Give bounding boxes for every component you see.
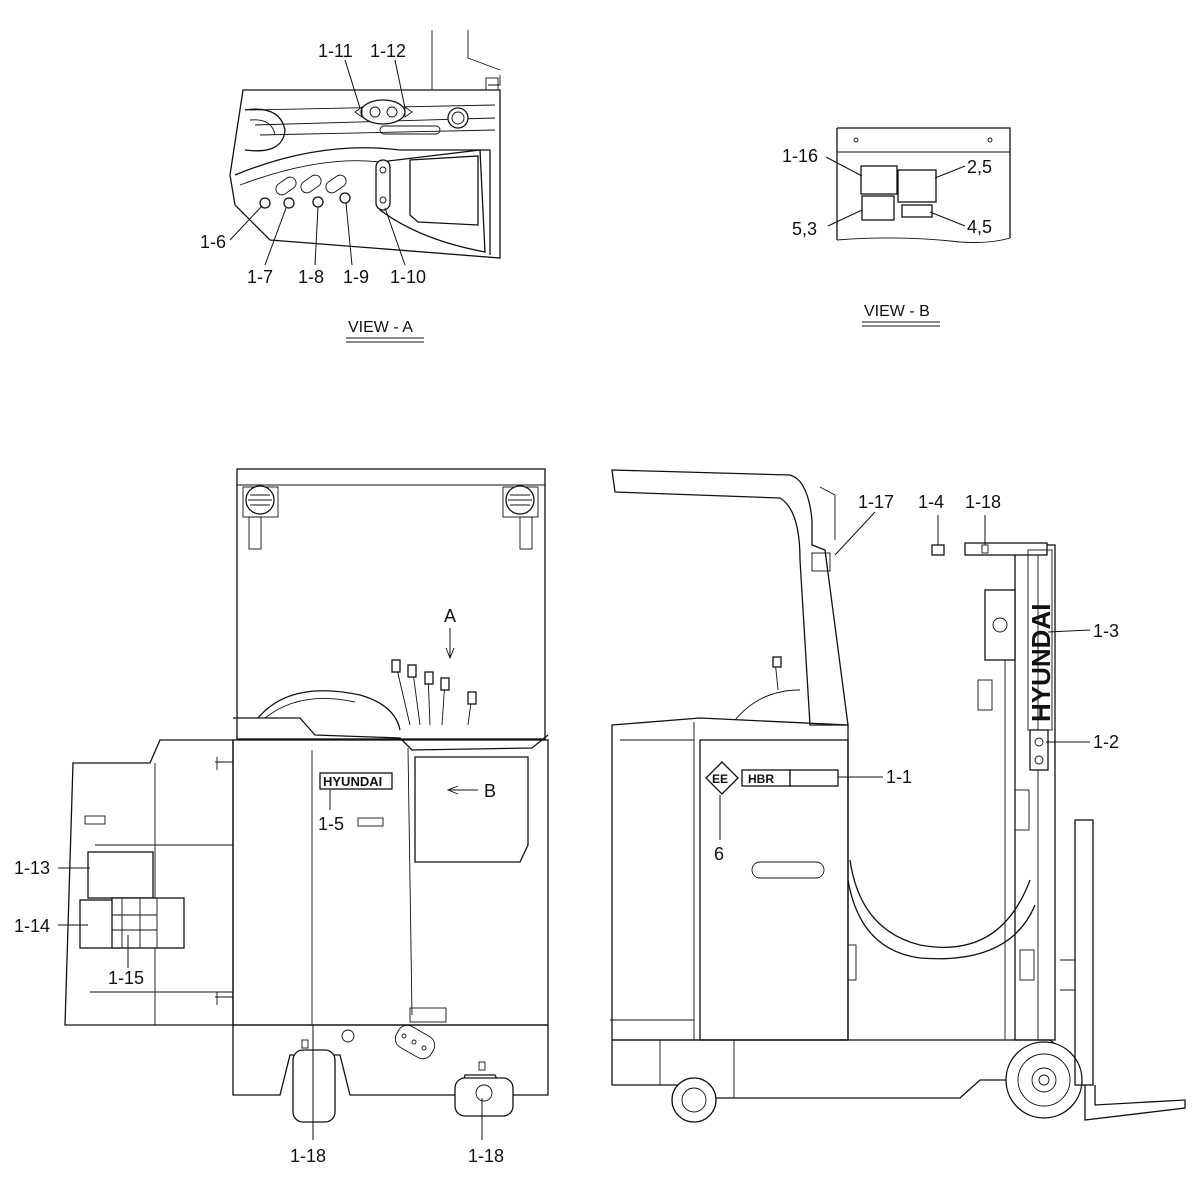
arrow-a-label: A bbox=[444, 606, 456, 626]
callout-1-14: 1-14 bbox=[14, 916, 50, 936]
callout-2-5: 2,5 bbox=[967, 157, 992, 177]
callout-1-6: 1-6 bbox=[200, 232, 226, 252]
callout-4-5: 4,5 bbox=[967, 217, 992, 237]
view-b-title: VIEW - B bbox=[864, 303, 930, 320]
view-b-detail bbox=[825, 127, 1011, 243]
callout-1-13: 1-13 bbox=[14, 858, 50, 878]
callout-6: 6 bbox=[714, 844, 724, 864]
callout-1-1: 1-1 bbox=[886, 767, 912, 787]
side-view-truck bbox=[610, 469, 1186, 1123]
callout-1-3: 1-3 bbox=[1093, 621, 1119, 641]
callout-1-15: 1-15 bbox=[108, 968, 144, 988]
front-view-truck bbox=[58, 468, 549, 1140]
view-a-detail bbox=[229, 30, 501, 266]
callout-1-10: 1-10 bbox=[390, 267, 426, 287]
callout-1-16: 1-16 bbox=[782, 146, 818, 166]
callout-5-3: 5,3 bbox=[792, 219, 817, 239]
callout-1-12: 1-12 bbox=[370, 41, 406, 61]
callout-1-18-left: 1-18 bbox=[290, 1146, 326, 1166]
callout-1-5: 1-5 bbox=[318, 814, 344, 834]
callout-1-7: 1-7 bbox=[247, 267, 273, 287]
callout-1-11: 1-11 bbox=[318, 41, 353, 61]
callout-1-8: 1-8 bbox=[298, 267, 324, 287]
callout-1-18-top: 1-18 bbox=[965, 492, 1001, 512]
brand-decal-front: HYUNDAI bbox=[323, 774, 382, 789]
callout-1-2: 1-2 bbox=[1093, 732, 1119, 752]
callout-1-18-right: 1-18 bbox=[468, 1146, 504, 1166]
arrow-b-label: B bbox=[484, 781, 496, 801]
ee-badge: EE bbox=[712, 772, 728, 786]
callout-1-17: 1-17 bbox=[858, 492, 894, 512]
brand-decal-mast: HYUNDAI bbox=[1026, 604, 1056, 722]
view-a-title: VIEW - A bbox=[348, 319, 413, 336]
callout-1-4: 1-4 bbox=[918, 492, 944, 512]
model-badge: HBR bbox=[748, 772, 774, 786]
callout-1-9: 1-9 bbox=[343, 267, 369, 287]
